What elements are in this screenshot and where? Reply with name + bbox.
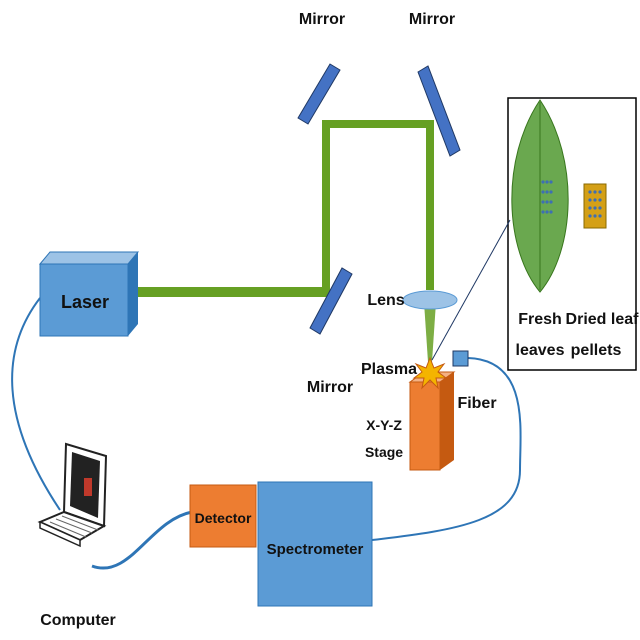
fiber-head (452, 350, 469, 367)
inset-pointer-line (431, 219, 511, 361)
laser-label: Laser (61, 292, 109, 312)
fresh-leaves-label-line1: Fresh (518, 311, 562, 328)
focused-beam (424, 302, 436, 362)
pellet-sample-spots (588, 190, 602, 218)
spectrometer-box (257, 481, 373, 607)
dried-pellets-label-line1: Dried leaf (566, 311, 640, 328)
plasma-label: Plasma (361, 361, 417, 378)
mirror-top-left (297, 63, 341, 125)
computer-label: Computer (40, 612, 116, 629)
detector-box (189, 484, 257, 548)
lens (402, 290, 458, 310)
detector-label: Detector (195, 510, 252, 526)
mirror-top-right (417, 65, 461, 157)
dried-pellets-label-line2: pellets (571, 342, 622, 359)
fiber-cable (371, 357, 522, 541)
plasma-spark (412, 356, 448, 390)
xyz-stage (408, 371, 456, 471)
mirror-bottom (309, 267, 353, 335)
spectrometer-label: Spectrometer (267, 541, 364, 558)
leaf-sample-spots (541, 180, 553, 214)
computer-laser-cable (11, 297, 61, 511)
mirror-bottom-label: Mirror (307, 379, 353, 396)
fresh-leaves-label-line2: leaves (516, 342, 565, 359)
laser-beam (138, 120, 434, 297)
laser-box (38, 251, 140, 337)
computer-laptop (37, 442, 108, 548)
computer-detector-cable (91, 510, 193, 570)
fiber-label: Fiber (457, 395, 496, 412)
stage-label-line2: Stage (365, 444, 403, 460)
mirror-top-left-label: Mirror (299, 11, 345, 28)
lens-label: Lens (367, 292, 404, 309)
mirror-top-right-label: Mirror (409, 11, 455, 28)
stage-label-line1: X-Y-Z (366, 417, 402, 433)
